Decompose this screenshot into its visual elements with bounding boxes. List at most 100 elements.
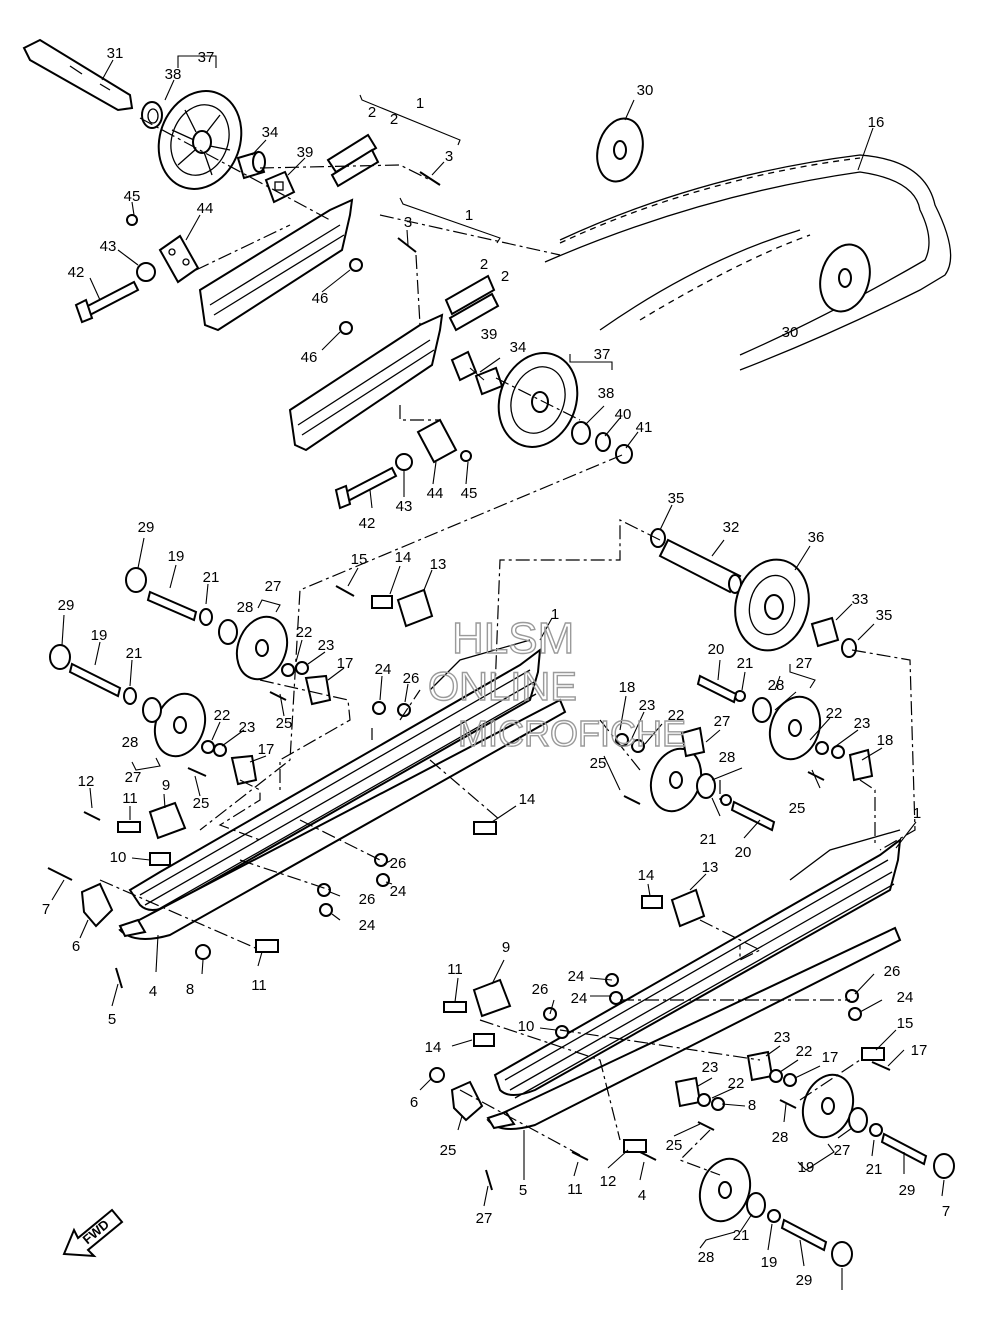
bolt bbox=[779, 1099, 797, 1109]
part-callout: 27 bbox=[265, 578, 282, 595]
part-callout: 21 bbox=[733, 1227, 750, 1244]
part-callout: 25 bbox=[789, 800, 806, 817]
part-callout: 10 bbox=[518, 1018, 535, 1035]
part-callout: 28 bbox=[698, 1249, 715, 1266]
part-callout: 23 bbox=[702, 1059, 719, 1076]
stopper-block bbox=[674, 1076, 702, 1108]
bearing bbox=[746, 1192, 766, 1218]
bearing bbox=[142, 697, 162, 723]
bracket bbox=[444, 274, 500, 332]
mounting-plate bbox=[416, 418, 458, 464]
part-callout: 22 bbox=[728, 1075, 745, 1092]
stopper-block bbox=[848, 748, 874, 782]
axle-shaft bbox=[22, 38, 134, 112]
clip bbox=[861, 1047, 885, 1061]
part-callout: 26 bbox=[532, 981, 549, 998]
collar bbox=[783, 1073, 797, 1087]
part-callout: 19 bbox=[761, 1254, 778, 1271]
stopper-block bbox=[304, 674, 332, 706]
part-callout: 43 bbox=[100, 238, 117, 255]
part-callout: 32 bbox=[723, 519, 740, 536]
bearing bbox=[848, 1107, 868, 1133]
part-callout: 12 bbox=[600, 1173, 617, 1190]
part-callout: 37 bbox=[594, 346, 611, 363]
part-callout: 2 bbox=[501, 268, 509, 285]
part-callout: 22 bbox=[296, 624, 313, 641]
part-callout: 11 bbox=[567, 1181, 583, 1198]
part-callout: 2 bbox=[368, 104, 376, 121]
part-callout: 11 bbox=[447, 961, 463, 978]
part-callout: 24 bbox=[568, 968, 585, 985]
part-callout: 23 bbox=[639, 697, 656, 714]
stopper-block bbox=[472, 978, 512, 1018]
bolt bbox=[68, 662, 122, 698]
nut bbox=[372, 701, 386, 715]
part-callout: 24 bbox=[897, 989, 914, 1006]
clip bbox=[255, 939, 279, 953]
part-callout: 12 bbox=[78, 773, 95, 790]
part-callout: 4 bbox=[149, 983, 157, 1000]
nut bbox=[349, 258, 363, 272]
part-callout: 45 bbox=[461, 485, 478, 502]
part-callout: 25 bbox=[590, 755, 607, 772]
part-callout: 15 bbox=[351, 551, 368, 568]
part-callout: 25 bbox=[193, 795, 210, 812]
end-cap bbox=[125, 567, 147, 593]
spacer bbox=[199, 608, 213, 626]
clip bbox=[443, 1001, 467, 1013]
part-callout: 26 bbox=[403, 670, 420, 687]
assembly-lines bbox=[99, 117, 916, 1176]
pin bbox=[639, 1151, 657, 1161]
part-callout: 7 bbox=[42, 901, 50, 918]
bolt-head bbox=[460, 450, 472, 462]
nut bbox=[848, 1007, 862, 1021]
stopper-block bbox=[680, 726, 706, 758]
part-callout: 45 bbox=[124, 188, 141, 205]
bolt-head bbox=[126, 214, 138, 226]
part-callout: 11 bbox=[122, 790, 138, 807]
slider-cap bbox=[473, 1033, 495, 1047]
part-callout: 34 bbox=[510, 339, 527, 356]
part-callout: 22 bbox=[796, 1043, 813, 1060]
part-callout: 31 bbox=[107, 45, 124, 62]
stopper-block bbox=[230, 754, 258, 786]
bolt bbox=[74, 280, 140, 324]
watermark-line-2: ONLINE bbox=[428, 665, 577, 709]
part-callout: 17 bbox=[822, 1049, 839, 1066]
part-callout: 3 bbox=[404, 214, 412, 231]
spacer bbox=[769, 1069, 783, 1083]
nut bbox=[609, 991, 623, 1005]
part-callout: 14 bbox=[638, 867, 655, 884]
part-callout: 22 bbox=[668, 707, 685, 724]
part-callout: 44 bbox=[197, 200, 214, 217]
bearing bbox=[696, 773, 716, 799]
part-callout: 39 bbox=[297, 144, 314, 161]
idler-wheel bbox=[698, 1157, 752, 1223]
part-callout: 14 bbox=[519, 791, 536, 808]
spacer bbox=[841, 638, 857, 658]
collar bbox=[631, 739, 645, 753]
part-callout: 21 bbox=[737, 655, 754, 672]
runner-end bbox=[118, 918, 147, 938]
part-callout: 8 bbox=[748, 1097, 756, 1114]
part-callout: 46 bbox=[301, 349, 318, 366]
part-callout: 15 bbox=[897, 1015, 914, 1032]
collar bbox=[831, 745, 845, 759]
part-callout: 21 bbox=[700, 831, 717, 848]
collar bbox=[474, 366, 504, 396]
nut bbox=[615, 444, 633, 464]
part-callout: 27 bbox=[476, 1210, 493, 1227]
bolt bbox=[334, 466, 398, 510]
part-callout: 29 bbox=[796, 1272, 813, 1289]
part-callout: 23 bbox=[318, 637, 335, 654]
stopper-block bbox=[148, 801, 187, 840]
part-callout: 23 bbox=[239, 719, 256, 736]
clip bbox=[473, 821, 497, 835]
end-cap bbox=[49, 644, 71, 670]
part-callout: 20 bbox=[708, 641, 725, 658]
pin bbox=[571, 1151, 589, 1161]
spacer bbox=[201, 740, 215, 754]
spacer bbox=[650, 528, 666, 548]
part-callout: 1 bbox=[416, 95, 424, 112]
part-callout: 13 bbox=[702, 859, 719, 876]
